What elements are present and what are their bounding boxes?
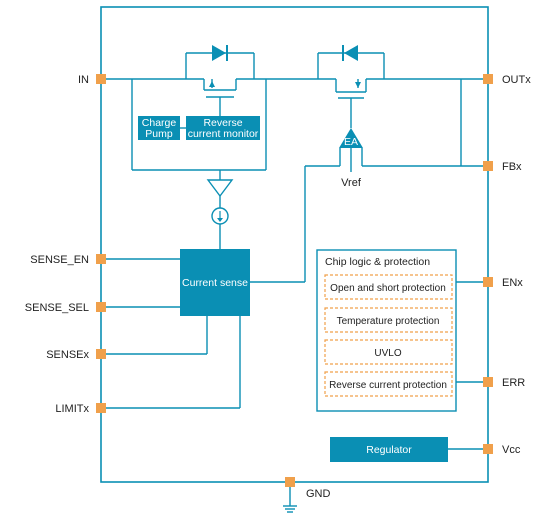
pin-pad-sense-en [96, 254, 106, 264]
pin-label-limitx: LIMITx [55, 403, 89, 415]
wiring [101, 52, 488, 513]
protection-item: Open and short protection [330, 283, 446, 294]
pin-pad-limitx [96, 403, 106, 413]
current-sense-block: Current sense [180, 249, 250, 316]
diode-left [212, 45, 228, 61]
charge-pump-line1: Charge [142, 117, 177, 129]
pin-pad-sensex [96, 349, 106, 359]
chip-logic-title: Chip logic & protection [325, 256, 430, 268]
pin-pad-sense-sel [96, 302, 106, 312]
reverse-monitor-line2: current monitor [188, 128, 259, 140]
pin-label-gnd: GND [306, 488, 331, 500]
pin-pad-vcc [483, 444, 493, 454]
reverse-monitor-block: Reverse current monitor [186, 116, 260, 140]
sense-amplifier-icon [206, 179, 234, 198]
pin-label-sense-en: SENSE_EN [30, 254, 89, 266]
diode-right [342, 45, 358, 61]
pin-pad-in [96, 74, 106, 84]
chip-logic-panel: Chip logic & protection Open and short p… [316, 249, 457, 412]
protection-item: Reverse current protection [329, 380, 447, 391]
pin-pads [96, 74, 493, 487]
protection-item: UVLO [374, 348, 401, 359]
pin-label-enx: ENx [502, 277, 523, 289]
error-amplifier: EA [339, 128, 363, 148]
charge-pump-block: Charge Pump [138, 116, 180, 140]
charge-pump-line2: Pump [145, 128, 173, 140]
pin-label-in: IN [78, 74, 89, 86]
pin-label-fbx: FBx [502, 161, 522, 173]
pin-label-vcc: Vcc [502, 444, 521, 456]
pin-label-sensex: SENSEx [46, 349, 89, 361]
pin-pad-enx [483, 277, 493, 287]
ea-label: EA [344, 136, 358, 148]
reverse-monitor-line1: Reverse [203, 117, 242, 129]
pin-label-sense-sel: SENSE_SEL [25, 302, 89, 314]
vref-label: Vref [341, 177, 362, 189]
pin-pad-fbx [483, 161, 493, 171]
regulator-label: Regulator [366, 444, 412, 456]
pin-label-err: ERR [502, 377, 525, 389]
fet-arrow-left [209, 81, 215, 87]
regulator-block: Regulator [330, 437, 448, 462]
pin-pad-outx [483, 74, 493, 84]
pin-pad-gnd [285, 477, 295, 487]
pin-label-outx: OUTx [502, 74, 531, 86]
current-sense-label: Current sense [182, 277, 248, 289]
protection-item: Temperature protection [337, 316, 440, 327]
fet-arrow-right [355, 82, 361, 88]
pin-pad-err [483, 377, 493, 387]
